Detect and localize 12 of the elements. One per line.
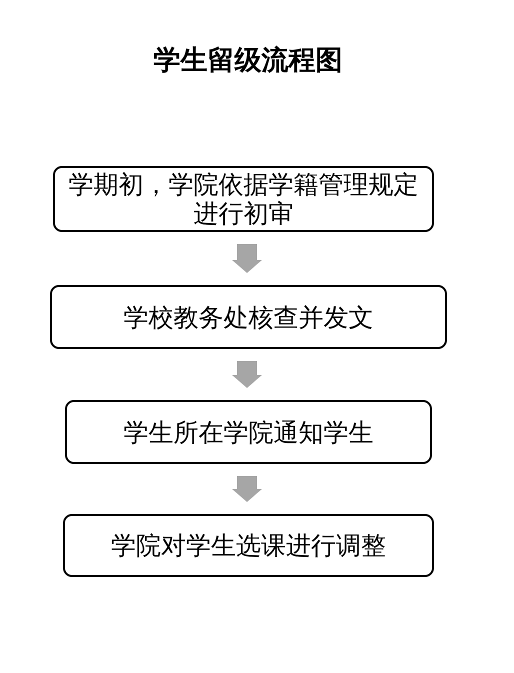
process-box <box>63 514 434 577</box>
step-text: 学院对学生选课进行调整 <box>111 531 386 560</box>
process-box <box>65 400 432 464</box>
arrow <box>232 476 262 502</box>
title: 学生留级流程图 <box>152 44 344 78</box>
process-box <box>50 285 447 349</box>
step-text: 学生所在学院通知学生 <box>124 418 374 446</box>
process-box <box>53 166 434 232</box>
step-text: 学校教务处核查并发文 <box>124 302 374 332</box>
arrow <box>232 244 262 273</box>
step-text: 学期初，学院依据学籍管理规定进行初审 <box>68 170 420 228</box>
arrow <box>232 361 262 388</box>
